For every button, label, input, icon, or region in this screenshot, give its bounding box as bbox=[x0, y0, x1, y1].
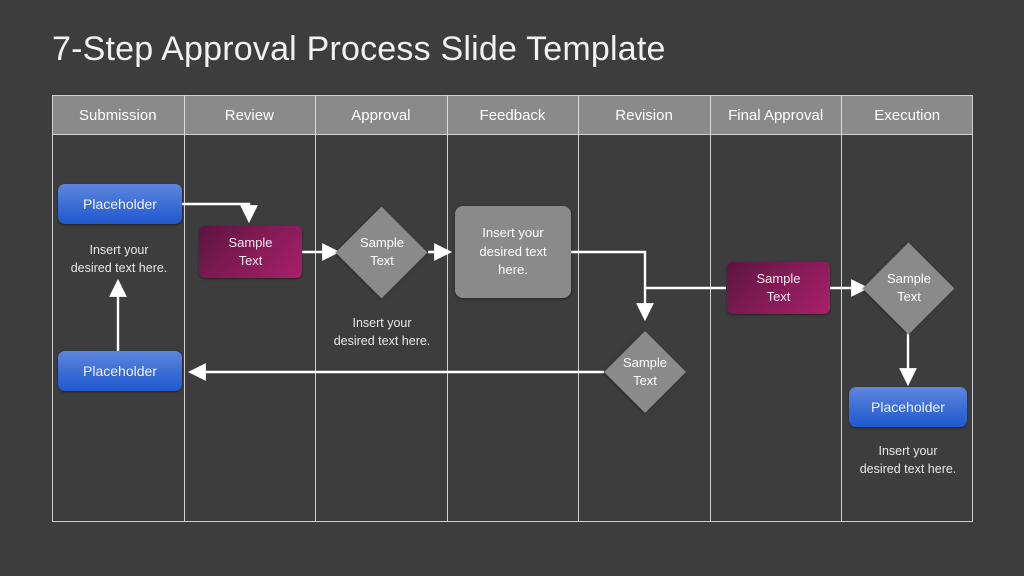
column-divider bbox=[446, 135, 448, 522]
process-grid: Submission Review Approval Feedback Revi… bbox=[52, 95, 973, 522]
column-divider bbox=[315, 135, 317, 522]
page-title: 7-Step Approval Process Slide Template bbox=[52, 30, 666, 68]
header-band bbox=[52, 95, 973, 135]
submission-placeholder-top-button[interactable]: Placeholder bbox=[58, 184, 182, 224]
column-divider bbox=[578, 135, 580, 522]
column-header-execution[interactable]: Execution bbox=[874, 106, 941, 124]
submission-placeholder-bottom-button[interactable]: Placeholder bbox=[58, 351, 182, 391]
column-divider bbox=[709, 135, 711, 522]
header-divider bbox=[578, 95, 580, 135]
grid-body bbox=[52, 135, 973, 522]
header-divider bbox=[183, 95, 185, 135]
column-header-approval[interactable]: Approval bbox=[351, 106, 411, 124]
column-header-feedback[interactable]: Feedback bbox=[479, 106, 546, 124]
column-divider bbox=[841, 135, 843, 522]
header-divider bbox=[841, 95, 843, 135]
header-divider bbox=[315, 95, 317, 135]
column-header-submission[interactable]: Submission bbox=[79, 106, 157, 124]
execution-placeholder-button[interactable]: Placeholder bbox=[849, 387, 967, 427]
column-header-final-approval[interactable]: Final Approval bbox=[728, 106, 824, 124]
column-header-review[interactable]: Review bbox=[224, 106, 274, 124]
header-divider bbox=[709, 95, 711, 135]
column-header-revision[interactable]: Revision bbox=[615, 106, 673, 124]
column-divider bbox=[183, 135, 185, 522]
header-divider bbox=[446, 95, 448, 135]
